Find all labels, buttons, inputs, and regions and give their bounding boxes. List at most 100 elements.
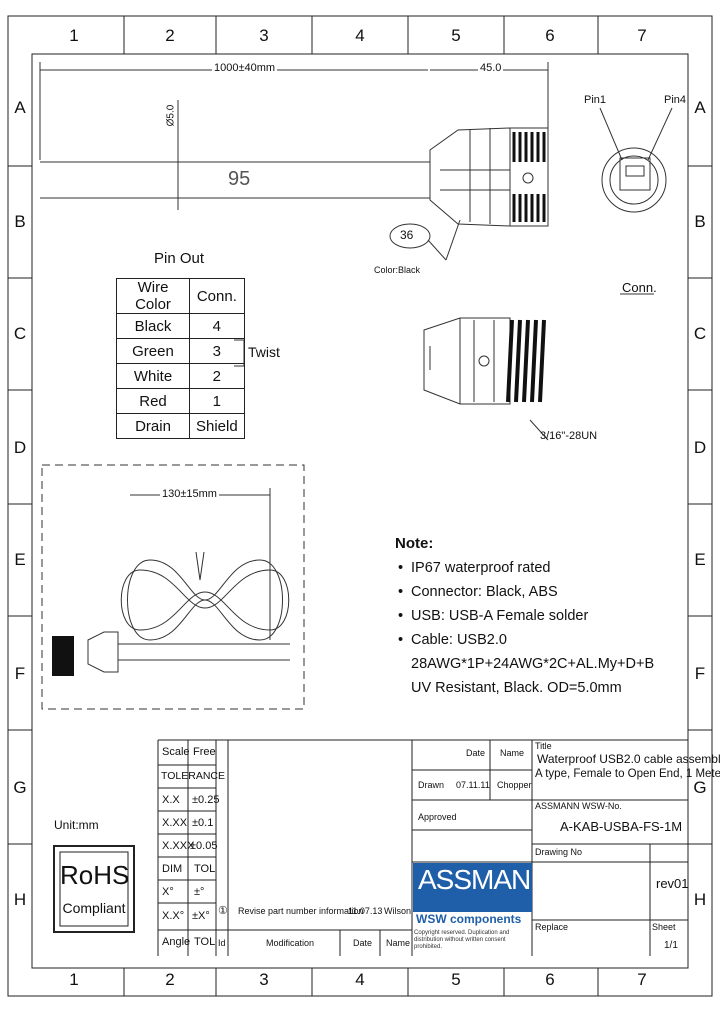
table-cell: 2 xyxy=(189,363,245,389)
connector-length-dimension: 45.0 xyxy=(478,62,504,74)
tol-value: TOL xyxy=(194,936,216,948)
sheet-label: Sheet xyxy=(652,922,676,932)
table-cell: 1 xyxy=(189,388,245,414)
color-label: Color:Black xyxy=(374,265,421,275)
row-label: H xyxy=(13,890,27,909)
notes-list: IP67 waterproof rated Connector: Black, … xyxy=(395,556,720,676)
table-cell: 3 xyxy=(189,338,245,364)
table-cell: Black xyxy=(116,313,190,339)
assmann-no-label: ASSMANN WSW-No. xyxy=(535,801,622,811)
column-label: 6 xyxy=(545,26,555,45)
fine-print: Copyright reserved. Duplication and dist… xyxy=(414,930,510,950)
column-label: 1 xyxy=(69,26,79,45)
table-row: Green 3 xyxy=(116,338,245,364)
pinout-table: Wire Color Conn. Black 4 Green 3 White 2… xyxy=(116,278,245,439)
date-header: Date xyxy=(466,748,486,758)
row-label: D xyxy=(693,438,707,457)
list-item: Cable: USB2.0 28AWG*1P+24AWG*2C+AL.My+D+… xyxy=(398,628,720,676)
row-label: B xyxy=(14,212,26,231)
table-cell: White xyxy=(116,363,190,389)
column-label: 4 xyxy=(355,970,365,989)
table-cell: Red xyxy=(116,388,190,414)
approved-label: Approved xyxy=(418,812,457,822)
tol-key: Angle xyxy=(162,936,191,948)
row-label: A xyxy=(14,98,26,117)
tol-value: ±X° xyxy=(192,910,210,922)
date-label: Date xyxy=(353,938,373,948)
name-label: Name xyxy=(386,938,411,948)
title-line2: A type, Female to Open End, 1 Meter xyxy=(535,768,720,780)
pinout-title: Pin Out xyxy=(154,250,205,267)
assmann-logo-block xyxy=(413,863,532,912)
color-ref-number: 36 xyxy=(400,228,414,242)
table-cell: Drain xyxy=(116,413,190,439)
tol-key: X.XXX xyxy=(162,840,195,852)
row-label: G xyxy=(13,778,27,797)
column-label: 4 xyxy=(355,26,365,45)
drawing-no-label: Drawing No xyxy=(535,847,583,857)
column-label: 7 xyxy=(637,26,647,45)
table-header-row: Wire Color Conn. xyxy=(116,278,245,314)
column-label: 7 xyxy=(637,970,647,989)
list-item: USB: USB-A Female solder xyxy=(398,604,720,628)
coil-view xyxy=(41,464,305,710)
connector-front-view xyxy=(599,107,673,295)
rev-date: 11.07.13 xyxy=(348,906,383,916)
table-cell: Shield xyxy=(189,413,245,439)
rohs-inner-box xyxy=(59,851,129,927)
notes-continuation: UV Resistant, Black. OD=5.0mm xyxy=(411,680,622,696)
column-label: 5 xyxy=(451,970,461,989)
drawn-label: Drawn xyxy=(418,780,445,790)
list-item: Connector: Black, ABS xyxy=(398,580,720,604)
table-row: Drain Shield xyxy=(116,413,245,439)
tol-value: ±0.25 xyxy=(192,794,220,806)
wsw-components-logo: WSW components xyxy=(416,912,522,926)
revision: rev01 xyxy=(656,876,689,891)
part-number: A-KAB-USBA-FS-1M xyxy=(560,819,683,834)
column-label: 6 xyxy=(545,970,555,989)
tol-value: TOL xyxy=(194,863,216,875)
title-label: Title xyxy=(535,741,552,751)
cable-mark: 95 xyxy=(228,168,251,190)
pin1-label: Pin1 xyxy=(584,94,607,106)
table-cell: Green xyxy=(116,338,190,364)
rev-name: Wilson xyxy=(384,906,412,916)
tol-key: X.XX xyxy=(162,817,188,829)
name-header: Name xyxy=(500,748,525,758)
row-label: H xyxy=(693,890,707,909)
coil-dimension: 130±15mm xyxy=(160,488,219,500)
row-label: D xyxy=(13,438,27,457)
row-label: C xyxy=(13,324,27,343)
drawn-date: 07.11.11 xyxy=(456,780,490,790)
rev-text: Revise part number information xyxy=(238,906,364,916)
tol-key: X.X xyxy=(162,794,180,806)
notes-title: Note: xyxy=(395,535,434,552)
idx-label: Id xyxy=(218,938,226,948)
column-label: 1 xyxy=(69,970,79,989)
unit-label: Unit:mm xyxy=(54,818,99,832)
color-callout xyxy=(389,219,461,261)
row-label: A xyxy=(694,98,706,117)
pin4-label: Pin4 xyxy=(664,94,687,106)
tol-key: DIM xyxy=(162,863,183,875)
assmann-logo: ASSMANN xyxy=(418,864,550,895)
rohs-compliant: Compliant xyxy=(62,900,126,916)
detail-thread xyxy=(506,319,546,403)
coil-connector-thread xyxy=(52,636,74,676)
table-row: White 2 xyxy=(116,363,245,389)
table-header: Wire Color xyxy=(116,278,190,314)
scale-value: Free xyxy=(193,746,216,758)
list-item: IP67 waterproof rated xyxy=(398,556,720,580)
title-line1: Waterproof USB2.0 cable assembly xyxy=(537,752,720,766)
rohs-text: RoHS xyxy=(60,860,130,890)
row-label: F xyxy=(14,664,26,683)
replace-label: Replace xyxy=(535,922,569,932)
tol-value: ±0.1 xyxy=(192,817,214,829)
thread-hatching xyxy=(512,132,546,222)
rev-marker: ① xyxy=(218,905,228,917)
table-row: Black 4 xyxy=(116,313,245,339)
row-label: G xyxy=(693,778,707,797)
row-label: E xyxy=(14,550,26,569)
drawn-name: Chopper xyxy=(497,780,532,790)
